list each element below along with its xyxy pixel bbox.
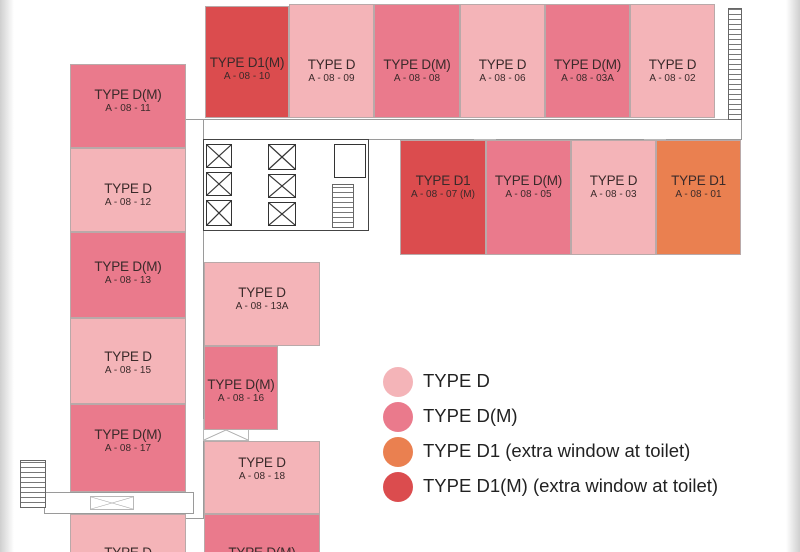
lift-shaft-5 <box>268 174 296 198</box>
unit-a-08-03a: TYPE D(M)A - 08 - 03A <box>545 4 630 118</box>
unit-number: A - 08 - 15 <box>104 365 152 376</box>
legend-swatch <box>383 437 413 467</box>
lift-shaft-6 <box>268 202 296 226</box>
lift-shaft-2 <box>206 172 232 196</box>
unit-number: A - 08 - 03A <box>561 73 614 84</box>
unit-type-label: TYPE D <box>104 181 152 196</box>
unit-type-label: TYPE D(M) <box>494 173 563 188</box>
unit-number: A - 08 - 09 <box>308 73 355 84</box>
unit-type-label: TYPE D <box>71 545 185 552</box>
lift-core <box>203 139 369 231</box>
corridor-top <box>186 119 742 140</box>
unit-number: A - 08 - 06 <box>479 73 526 84</box>
unit-number: A - 08 - 07 (M) <box>411 189 475 200</box>
unit-a-08-17: TYPE D(M)A - 08 - 17 <box>70 404 186 492</box>
unit-bottom-inner: TYPE D(M) <box>204 514 320 552</box>
core-stair <box>332 184 354 228</box>
unit-number: A - 08 - 13A <box>235 301 289 312</box>
bottom-left-stair <box>20 460 46 508</box>
unit-a-08-16: TYPE D(M)A - 08 - 16 <box>204 346 278 430</box>
unit-number: A - 08 - 05 <box>505 189 552 200</box>
legend-swatch <box>383 402 413 432</box>
unit-a-08-10: TYPE D1(M)A - 08 - 10 <box>205 6 289 118</box>
frame-shadow-right <box>786 0 800 552</box>
unit-number: A - 08 - 02 <box>649 73 696 84</box>
unit-type-label: TYPE D <box>307 57 356 72</box>
service-room <box>334 144 366 178</box>
unit-number: A - 08 - 11 <box>105 103 151 114</box>
legend-label: TYPE D1(M) (extra window at toilet) <box>423 475 719 496</box>
lift-shaft-3 <box>206 200 232 226</box>
legend-item-type-d: TYPE D <box>380 364 790 399</box>
legend-item-type-d1m: TYPE D1(M) (extra window at toilet) <box>380 469 790 504</box>
unit-number: A - 08 - 01 <box>675 189 722 200</box>
unit-type-label: TYPE D(M) <box>205 545 319 552</box>
unit-type-label: TYPE D(M) <box>94 427 162 442</box>
unit-number: A - 08 - 17 <box>104 443 152 454</box>
legend-swatch <box>383 367 413 397</box>
unit-type-label: TYPE D1 <box>415 173 471 188</box>
air-well <box>90 496 134 510</box>
unit-number: A - 08 - 13 <box>104 275 152 286</box>
corridor-left <box>184 119 204 519</box>
unit-number: A - 08 - 08 <box>393 73 441 84</box>
unit-number: A - 08 - 16 <box>217 393 265 404</box>
unit-type-label: TYPE D1(M) <box>209 55 285 70</box>
unit-number: A - 08 - 10 <box>223 71 271 82</box>
unit-number: A - 08 - 18 <box>238 471 286 482</box>
legend-swatch <box>383 472 413 502</box>
legend-item-type-dm: TYPE D(M) <box>380 399 790 434</box>
unit-a-08-11: TYPE D(M)A - 08 - 11 <box>70 64 186 148</box>
legend: TYPE D TYPE D(M) TYPE D1 (extra window a… <box>380 364 790 504</box>
right-end-stair <box>728 8 742 120</box>
unit-type-label: TYPE D(M) <box>383 57 451 72</box>
unit-type-label: TYPE D(M) <box>207 377 275 392</box>
legend-label: TYPE D <box>423 370 490 391</box>
frame-shadow-left <box>0 0 14 552</box>
unit-type-label: TYPE D <box>589 173 638 188</box>
unit-type-label: TYPE D <box>648 57 697 72</box>
unit-a-08-08: TYPE D(M)A - 08 - 08 <box>374 4 460 118</box>
lift-shaft-1 <box>206 144 232 168</box>
unit-type-label: TYPE D <box>238 455 286 470</box>
unit-type-label: TYPE D <box>104 349 152 364</box>
unit-type-label: TYPE D(M) <box>94 87 162 102</box>
unit-type-label: TYPE D <box>478 57 527 72</box>
unit-type-label: TYPE D(M) <box>553 57 622 72</box>
unit-a-08-05: TYPE D(M)A - 08 - 05 <box>486 140 571 255</box>
lift-shaft-4 <box>268 144 296 170</box>
unit-number: A - 08 - 12 <box>104 197 152 208</box>
unit-type-label: TYPE D <box>238 285 286 300</box>
legend-item-type-d1: TYPE D1 (extra window at toilet) <box>380 434 790 469</box>
unit-type-label: TYPE D1 <box>671 173 726 188</box>
unit-a-08-13: TYPE D(M)A - 08 - 13 <box>70 232 186 318</box>
legend-label: TYPE D1 (extra window at toilet) <box>423 440 691 461</box>
unit-bottom-left: TYPE D <box>70 514 186 552</box>
unit-type-label: TYPE D(M) <box>94 259 162 274</box>
unit-number: A - 08 - 03 <box>590 189 637 200</box>
legend-label: TYPE D(M) <box>423 405 518 426</box>
